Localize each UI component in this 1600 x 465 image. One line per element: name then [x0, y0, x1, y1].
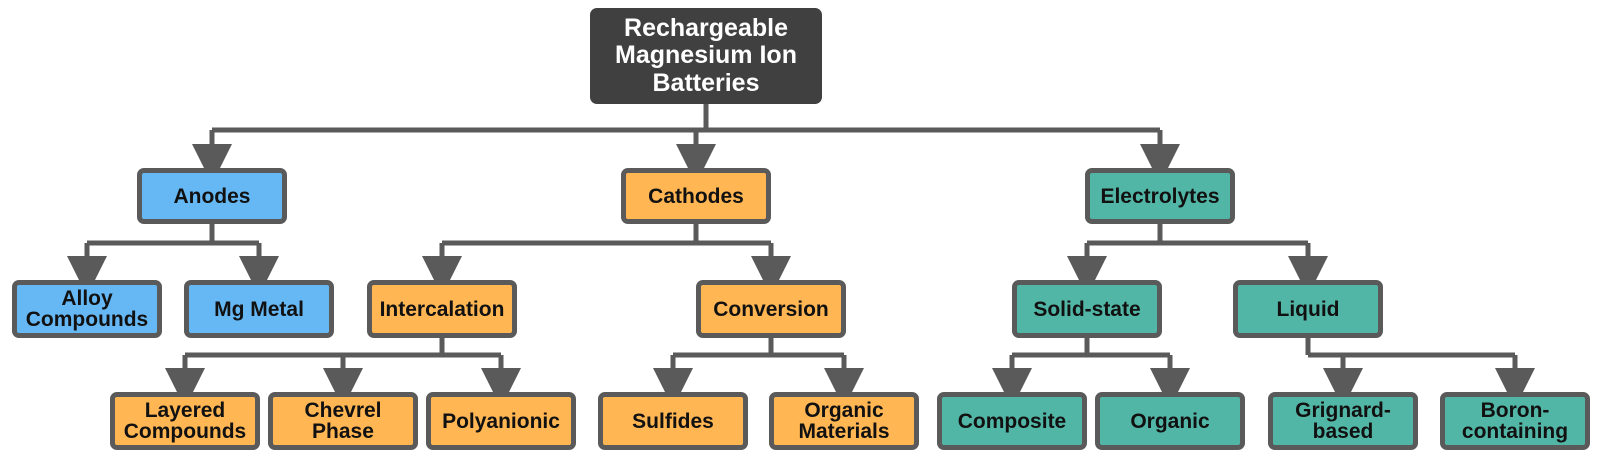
node-chevrel-phase: Chevrel Phase — [268, 392, 418, 450]
node-label: Chevrel Phase — [304, 399, 382, 443]
node-anodes: Anodes — [137, 168, 287, 224]
node-label: Composite — [957, 409, 1067, 433]
node-label: Liquid — [1276, 297, 1340, 321]
node-sulfides: Sulfides — [598, 392, 748, 450]
node-conversion: Conversion — [696, 280, 846, 338]
node-polyanionic: Polyanionic — [426, 392, 576, 450]
node-label: Organic Materials — [798, 399, 890, 443]
node-liquid: Liquid — [1233, 280, 1383, 338]
node-organic-materials: Organic Materials — [769, 392, 919, 450]
node-boron-containing: Boron- containing — [1440, 392, 1590, 450]
node-layered-compounds: Layered Compounds — [110, 392, 260, 450]
root-label: Rechargeable Magnesium Ion Batteries — [615, 13, 797, 97]
node-label: Layered Compounds — [123, 399, 247, 443]
node-composite: Composite — [937, 392, 1087, 450]
node-solid-state: Solid-state — [1012, 280, 1162, 338]
node-label: Intercalation — [379, 297, 505, 321]
node-mg-metal: Mg Metal — [184, 280, 334, 338]
node-label: Conversion — [713, 297, 829, 321]
node-grignard-based: Grignard- based — [1268, 392, 1418, 450]
node-label: Solid-state — [1033, 297, 1141, 321]
node-label: Cathodes — [648, 184, 744, 208]
node-label: Organic — [1130, 409, 1210, 433]
node-label: Alloy Compounds — [25, 287, 149, 331]
node-label: Grignard- based — [1295, 399, 1391, 443]
node-label: Polyanionic — [442, 409, 560, 433]
node-intercalation: Intercalation — [367, 280, 517, 338]
node-label: Sulfides — [632, 409, 714, 433]
node-electrolytes: Electrolytes — [1085, 168, 1235, 224]
node-label: Boron- containing — [1461, 399, 1569, 443]
node-label: Electrolytes — [1100, 184, 1220, 208]
root-node: Rechargeable Magnesium Ion Batteries — [590, 8, 822, 104]
node-cathodes: Cathodes — [621, 168, 771, 224]
node-label: Anodes — [173, 184, 251, 208]
node-alloy-compounds: Alloy Compounds — [12, 280, 162, 338]
node-organic: Organic — [1095, 392, 1245, 450]
node-label: Mg Metal — [214, 297, 304, 321]
